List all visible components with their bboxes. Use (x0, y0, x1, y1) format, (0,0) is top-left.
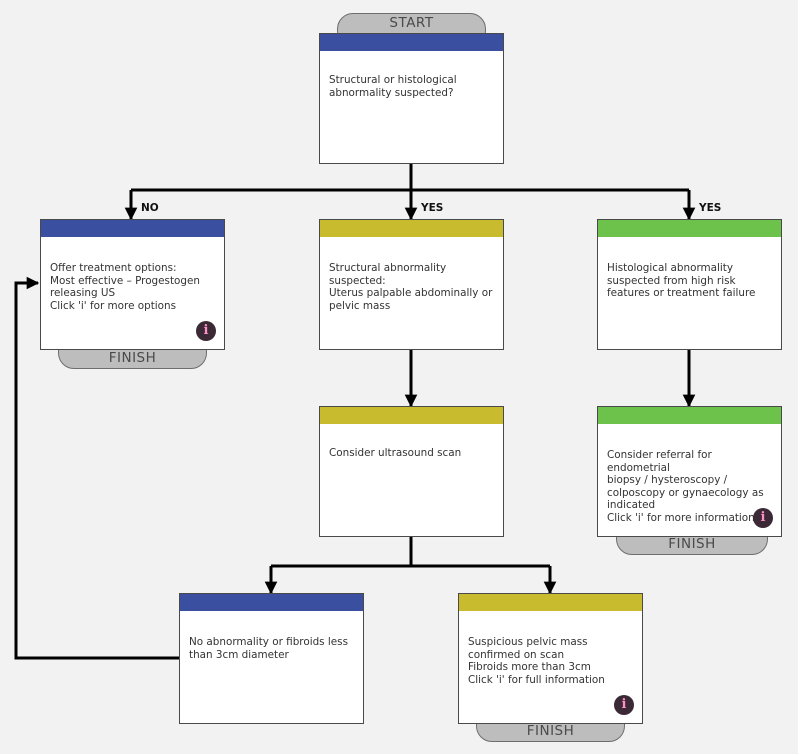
finish-label: FINISH (108, 350, 157, 366)
node-suspicious-pelvic-mass[interactable]: Suspicious pelvic mass confirmed on scan… (458, 593, 643, 724)
finish-label: FINISH (668, 536, 716, 552)
node-text: Structural abnormality suspected: Uterus… (329, 262, 493, 312)
node-treatment-options[interactable]: Offer treatment options: Most effective … (40, 219, 225, 350)
node-accent-bar (320, 220, 503, 237)
node-text: Offer treatment options: Most effective … (50, 262, 200, 312)
edge-label-yes-histological: YES (699, 202, 722, 214)
finish-label: FINISH (526, 723, 575, 739)
edge-loop-back (14, 276, 179, 660)
node-start-question[interactable]: Structural or histological abnormality s… (319, 33, 504, 164)
node-text: Histological abnormality suspected from … (607, 262, 756, 300)
node-text: Structural or histological abnormality s… (329, 74, 457, 99)
node-no-abnormality[interactable]: No abnormality or fibroids less than 3cm… (179, 593, 364, 724)
node-structural-abnormality[interactable]: Structural abnormality suspected: Uterus… (319, 219, 504, 350)
node-accent-bar (459, 594, 642, 611)
node-ultrasound-scan[interactable]: Consider ultrasound scan (319, 406, 504, 537)
info-icon[interactable]: i (753, 508, 773, 528)
node-histological-abnormality[interactable]: Histological abnormality suspected from … (597, 219, 782, 350)
node-accent-bar (180, 594, 363, 611)
edge-ultrasound-split (271, 537, 550, 568)
node-referral[interactable]: Consider referral for endometrial biopsy… (597, 406, 782, 537)
info-icon[interactable]: i (614, 695, 634, 715)
node-accent-bar (598, 220, 781, 237)
node-text: No abnormality or fibroids less than 3cm… (189, 636, 348, 661)
node-accent-bar (598, 407, 781, 424)
node-text: Consider referral for endometrial biopsy… (607, 449, 764, 524)
edge-label-no: NO (141, 202, 159, 214)
start-label: START (389, 15, 434, 31)
node-text: Consider ultrasound scan (329, 447, 462, 459)
node-text: Suspicious pelvic mass confirmed on scan… (468, 636, 605, 686)
node-accent-bar (41, 220, 224, 237)
node-accent-bar (320, 407, 503, 424)
node-accent-bar (320, 34, 503, 51)
info-icon[interactable]: i (196, 321, 216, 341)
edge-label-yes-structural: YES (421, 202, 444, 214)
